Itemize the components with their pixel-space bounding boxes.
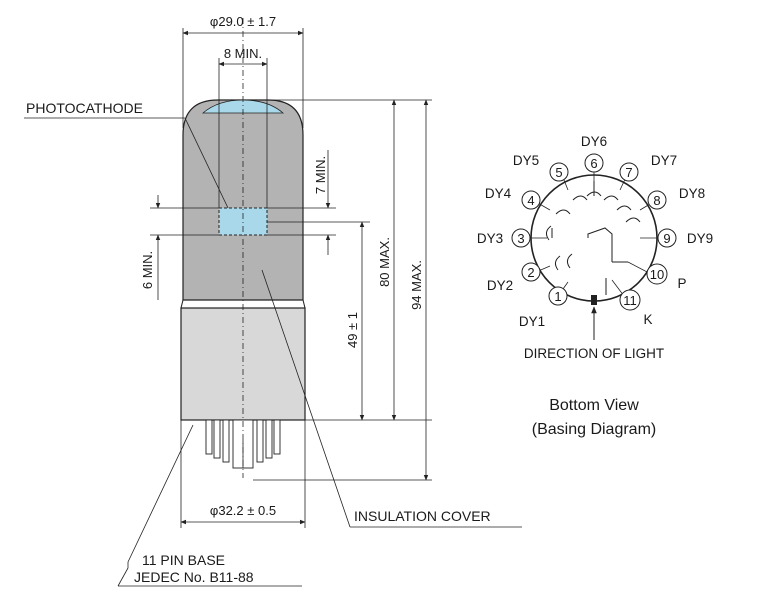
pin-11-label: K (643, 312, 652, 327)
dimension-labels: φ29.0 ± 1.7 8 MIN. 7 MIN. 6 MIN. 49 ± 1 … (140, 14, 424, 518)
pin-6-number: 6 (590, 156, 597, 171)
pin-6-label: DY6 (581, 134, 607, 149)
pin-9-label: DY9 (687, 231, 713, 246)
pin-1-label: DY1 (519, 314, 545, 329)
pin-8-number: 8 (653, 193, 660, 208)
dim-window-height: 7 MIN. (313, 156, 328, 194)
dimension-lines (150, 28, 432, 528)
pin-5-label: DY5 (513, 153, 539, 168)
anode-electrode (587, 227, 613, 262)
pin-10-number: 10 (650, 267, 664, 282)
light-slot (591, 295, 597, 305)
pin-8-label: DY8 (679, 186, 705, 201)
dim-center-height: 49 ± 1 (345, 312, 360, 348)
pin-4-label: DY4 (485, 186, 512, 201)
callout-photocathode: PHOTOCATHODE (26, 100, 143, 116)
dim-total-max: 94 MAX. (409, 260, 424, 310)
pin-9-number: 9 (663, 231, 670, 246)
tube-drawing (180, 18, 306, 478)
pin-7-number: 7 (625, 165, 632, 180)
callout-base-line2: JEDEC No. B11-88 (134, 569, 254, 585)
pin-3-label: DY3 (477, 231, 503, 246)
dim-base-diameter: φ32.2 ± 0.5 (210, 503, 276, 518)
callouts: PHOTOCATHODE INSULATION COVER 11 PIN BAS… (24, 100, 522, 587)
callout-insulation-cover: INSULATION COVER (354, 508, 491, 524)
basing-diagram: 1 2 3 4 5 6 7 8 9 10 11 DY1 DY2 DY3 (477, 134, 713, 438)
pin-number-circles: 1 2 3 4 5 6 7 8 9 10 11 (511, 153, 677, 311)
dim-cathode-offset: 6 MIN. (140, 251, 155, 289)
dim-body-max: 80 MAX. (377, 237, 392, 287)
base-pins (205, 419, 281, 469)
direction-of-light-label: DIRECTION OF LIGHT (524, 346, 664, 361)
pin-labels: DY1 DY2 DY3 DY4 DY5 DY6 DY7 DY8 DY9 P K (477, 134, 713, 329)
pin-2-number: 2 (527, 265, 534, 280)
dim-window-width: 8 MIN. (224, 46, 262, 61)
pin-7-label: DY7 (651, 153, 677, 168)
pin-2-label: DY2 (487, 278, 513, 293)
dim-top-diameter: φ29.0 ± 1.7 (210, 14, 276, 29)
basing-caption-line1: Bottom View (549, 397, 639, 414)
pin-5-number: 5 (555, 165, 562, 180)
callout-base-line1: 11 PIN BASE (142, 552, 225, 568)
pin-4-number: 4 (527, 193, 534, 208)
dynode-electrodes (545, 181, 641, 271)
pin-11-number: 11 (623, 293, 637, 308)
basing-caption-line2: (Basing Diagram) (532, 421, 656, 438)
pin-10-label: P (677, 276, 686, 291)
base-shell (180, 307, 306, 421)
pin-1-number: 1 (554, 289, 561, 304)
pin-3-number: 3 (517, 231, 524, 246)
